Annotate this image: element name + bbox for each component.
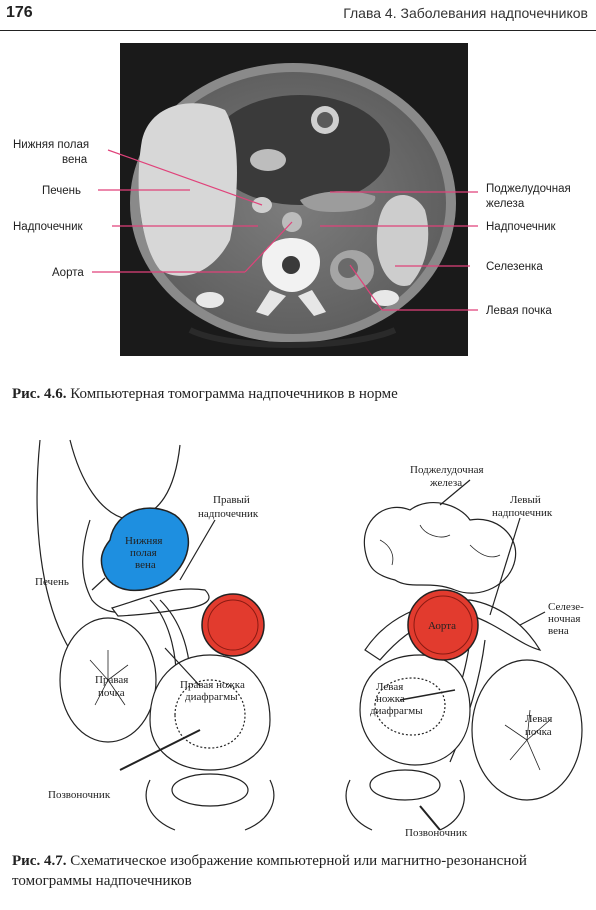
schema-label-left-crus-2: ножка <box>376 693 405 705</box>
figure-2-caption-text: Схематическое изображение компьютерной и… <box>12 853 527 889</box>
schema-label-left-crus-1: Левая <box>376 681 403 693</box>
schema-right-aorta <box>407 589 479 661</box>
figure-1-caption-text: Компьютерная томограмма надпочечников в … <box>70 386 398 402</box>
ct-leader-lines-left <box>92 149 293 273</box>
schema-left-vertebra <box>149 654 271 771</box>
schema-label-left-adrenal-2: надпочечник <box>492 507 553 519</box>
schema-label-pancreas-1: Поджелудочная <box>410 464 484 476</box>
schema-label-splenic-2: ночная <box>548 613 580 625</box>
ct-label-adrenal-left: Надпочечник <box>13 221 84 233</box>
schema-left-aorta <box>201 593 265 657</box>
schema-label-right-spine: Позвоночник <box>405 827 468 839</box>
schema-label-ivc-3: вена <box>135 559 156 571</box>
ct-pancreas <box>300 191 376 212</box>
ct-label-ivc-1: Нижняя полая <box>13 139 89 151</box>
schema-label-right-crus-1: Правая ножка <box>180 679 245 691</box>
ct-label-pancreas-1: Поджелудочная <box>486 183 571 195</box>
figure-schematic: Правый надпочечник Нижняя полая вена Печ… <box>35 439 584 839</box>
ct-spleen <box>376 194 429 286</box>
schema-label-aorta: Аорта <box>428 620 456 632</box>
ct-label-pancreas-2: железа <box>486 198 525 210</box>
schema-label-right-adrenal-2: надпочечник <box>198 508 259 520</box>
figure-2-caption-number: Рис. 4.7. <box>12 853 67 869</box>
page-number: 176 <box>6 4 33 21</box>
schema-label-left-adrenal-1: Левый <box>510 494 541 506</box>
page-header: 176 Глава 4. Заболевания надпочечников <box>0 0 596 31</box>
ct-label-adrenal-right: Надпочечник <box>486 221 557 233</box>
schema-label-left-kidney-1: Левая <box>525 713 552 725</box>
schema-label-ivc-1: Нижняя <box>125 535 162 547</box>
ct-leader-lines-right <box>320 191 478 311</box>
schema-label-left-spine: Позвоночник <box>48 789 111 801</box>
figure-2-caption: Рис. 4.7. Схематическое изображение комп… <box>12 851 587 891</box>
schema-label-left-crus-3: диафрагмы <box>370 705 423 717</box>
schema-label-right-adrenal-1: Правый <box>213 494 250 506</box>
schema-right-vertebra <box>359 654 471 766</box>
schema-right-pancreas <box>363 501 517 594</box>
ct-label-spleen: Селезенка <box>486 261 543 273</box>
schema-label-ivc-2: полая <box>130 547 157 559</box>
schema-label-liver: Печень <box>35 576 69 588</box>
schema-label-left-kidney-2: почка <box>525 726 552 738</box>
schema-label-right-kidney-1: Правая <box>95 674 128 686</box>
schema-label-right-crus-2: диафрагмы <box>185 691 238 703</box>
schema-label-splenic-3: вена <box>548 625 569 637</box>
figure-1-caption-number: Рис. 4.6. <box>12 386 67 402</box>
figure-ct-scan: Нижняя полая вена Печень Надпочечник Аор… <box>13 43 571 356</box>
chapter-title: Глава 4. Заболевания надпочечников <box>343 5 588 21</box>
ct-label-kidney: Левая почка <box>486 305 552 317</box>
ct-label-ivc-2: вена <box>62 154 88 166</box>
schema-label-splenic-1: Селезе- <box>548 601 584 613</box>
schema-ivc <box>100 507 189 592</box>
schema-label-right-kidney-2: почка <box>98 687 125 699</box>
schema-label-pancreas-2: железа <box>429 477 462 489</box>
schema-right-kidney <box>471 659 583 801</box>
ct-label-liver: Печень <box>42 185 81 197</box>
figure-1-caption: Рис. 4.6. Компьютерная томограмма надпоч… <box>12 384 587 404</box>
ct-label-aorta: Аорта <box>52 267 84 279</box>
